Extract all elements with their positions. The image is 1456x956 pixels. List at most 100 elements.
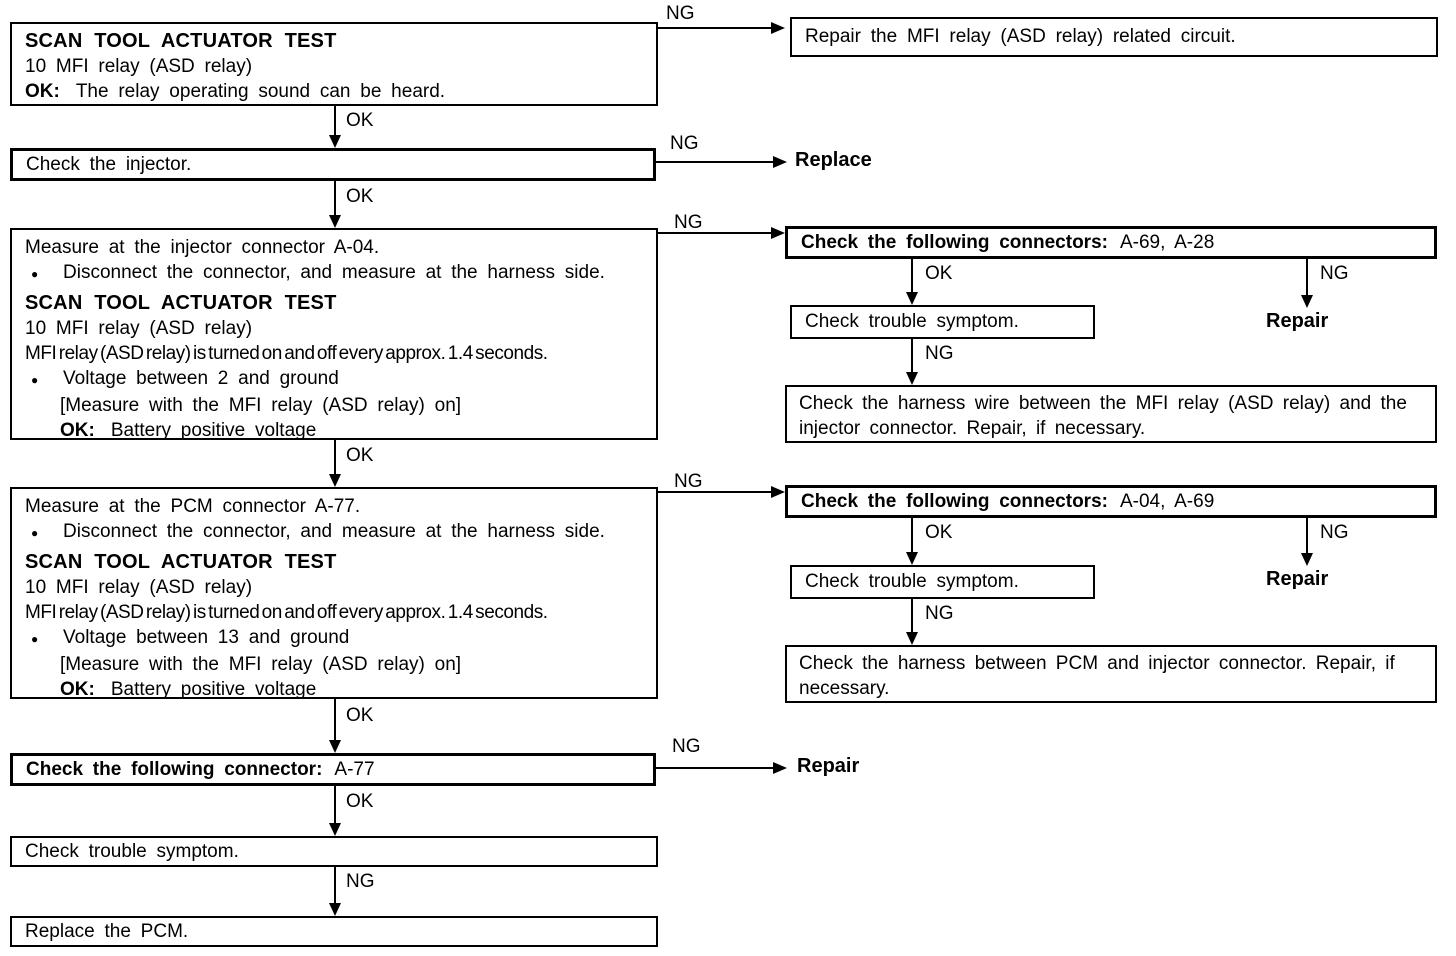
bullet-text: Voltage between 13 and ground (63, 627, 350, 648)
bullet-icon: ● (31, 373, 39, 387)
box-text: [Measure with the MFI relay (ASD relay) … (60, 395, 462, 416)
edge-label-ng: NG (666, 3, 695, 24)
box-text: 10 MFI relay (ASD relay) (25, 577, 253, 598)
box-text: [Measure with the MFI relay (ASD relay) … (60, 654, 462, 675)
box-text: Repair the MFI relay (ASD relay) related… (805, 26, 1236, 47)
connector-line (911, 518, 913, 552)
connector-line (334, 440, 336, 474)
arrow-down-icon (906, 292, 918, 305)
flow-box-connectors-a04-a69: Check the following connectors: A-04, A-6… (785, 485, 1437, 518)
arrow-down-icon (1301, 553, 1313, 566)
arrow-down-icon (906, 372, 918, 385)
flow-box-check-trouble-symptom-1: Check trouble symptom. (790, 305, 1095, 339)
connector-line (1306, 259, 1308, 295)
arrow-right-icon (773, 156, 787, 168)
edge-label-ng: NG (346, 871, 375, 892)
arrow-down-icon (329, 740, 341, 753)
arrow-right-icon (773, 762, 787, 774)
box-bullet-line: ● Disconnect the connector, and measure a… (25, 519, 648, 546)
box-text: 10 MFI relay (ASD relay) (25, 56, 253, 77)
edge-label-ok: OK (346, 110, 374, 131)
flow-box-connectors-a69-a28: Check the following connectors:A-69, A-2… (785, 226, 1437, 259)
arrow-down-icon (329, 823, 341, 836)
box-text: Measure at the PCM connector A-77. (25, 496, 361, 517)
connector-line (658, 27, 771, 29)
box-text: Check trouble symptom. (805, 311, 1019, 332)
connector-line (911, 259, 913, 292)
box-text: Check trouble symptom. (805, 571, 1019, 592)
box-value: A-04, A-69 (1119, 490, 1215, 512)
flow-box-repair-mfi-circuit: Repair the MFI relay (ASD relay) related… (790, 17, 1438, 57)
ok-text: Battery positive voltage (110, 420, 317, 441)
terminal-repair-1: Repair (1266, 310, 1329, 332)
edge-label-ok: OK (346, 791, 374, 812)
arrow-down-icon (906, 632, 918, 645)
arrow-down-icon (329, 903, 341, 916)
edge-label-ng: NG (670, 133, 699, 154)
box-text: MFI relay (ASD relay) is turned on and o… (25, 602, 548, 623)
box-title: SCAN TOOL ACTUATOR TEST (25, 30, 337, 52)
terminal-repair-3: Repair (797, 755, 860, 777)
box-label: Check the following connectors: (801, 231, 1108, 253)
ok-text: The relay operating sound can be heard. (75, 81, 446, 102)
box-text: Check trouble symptom. (25, 840, 239, 862)
edge-label-ng: NG (674, 471, 703, 492)
connector-line (1306, 518, 1308, 553)
bullet-icon: ● (31, 632, 39, 646)
bullet-text: Voltage between 2 and ground (63, 368, 339, 389)
connector-line (334, 699, 336, 740)
flow-box-measure-injector: Measure at the injector connector A-04. … (10, 228, 658, 443)
arrow-down-icon (906, 552, 918, 565)
bullet-icon: ● (31, 267, 39, 281)
box-title: SCAN TOOL ACTUATOR TEST (25, 551, 337, 573)
box-text: Measure at the injector connector A-04. (25, 237, 380, 258)
box-ok-line: OK:Battery positive voltage (25, 677, 648, 702)
arrow-down-icon (329, 474, 341, 487)
bullet-text: Disconnect the connector, and measure at… (63, 521, 605, 542)
box-ok-line: OK:Battery positive voltage (25, 418, 648, 443)
edge-label-ok: OK (346, 705, 374, 726)
edge-label-ng: NG (925, 603, 954, 624)
edge-label-ok: OK (346, 186, 374, 207)
flow-box-check-trouble-symptom-2: Check trouble symptom. (790, 565, 1095, 599)
ok-prefix: OK: (25, 81, 60, 102)
connector-line (334, 786, 336, 823)
connector-line (334, 181, 336, 215)
connector-line (656, 161, 773, 163)
box-text: Check the injector. (26, 153, 192, 175)
box-text: Check the harness between PCM and inject… (799, 653, 1395, 699)
bullet-icon: ● (31, 526, 39, 540)
box-title: SCAN TOOL ACTUATOR TEST (25, 292, 337, 314)
connector-line (334, 106, 336, 136)
edge-label-ng: NG (925, 343, 954, 364)
flow-box-check-trouble-symptom-3: Check trouble symptom. (10, 836, 658, 867)
box-bullet-line: ● Disconnect the connector, and measure a… (25, 260, 648, 287)
box-label: Check the following connector: (26, 758, 323, 780)
flow-box-harness-wire-mfi: Check the harness wire between the MFI r… (785, 385, 1437, 443)
flow-box-measure-pcm: Measure at the PCM connector A-77. ● Disc… (10, 487, 658, 702)
arrow-down-icon (1301, 295, 1313, 308)
arrow-right-icon (771, 22, 785, 34)
box-text: MFI relay (ASD relay) is turned on and o… (25, 343, 548, 364)
flow-box-connector-a77: Check the following connector:A-77 (10, 753, 656, 786)
arrow-down-icon (329, 135, 341, 148)
edge-label-ng: NG (1320, 263, 1349, 284)
connector-line (911, 599, 913, 632)
bullet-text: Disconnect the connector, and measure at… (63, 262, 605, 283)
edge-label-ok: OK (925, 263, 953, 284)
edge-label-ok: OK (346, 445, 374, 466)
ok-text: Battery positive voltage (110, 679, 317, 700)
edge-label-ng: NG (672, 736, 701, 757)
box-text: Check the harness wire between the MFI r… (799, 393, 1407, 439)
box-ok-line: OK: The relay operating sound can be hear… (25, 79, 648, 104)
flow-box-harness-pcm: Check the harness between PCM and inject… (785, 645, 1437, 703)
connector-line (658, 232, 771, 234)
flow-box-check-injector: Check the injector. (10, 148, 656, 181)
flow-box-scan-tool-test: SCAN TOOL ACTUATOR TEST 10 MFI relay (AS… (10, 22, 658, 106)
connector-line (658, 491, 771, 493)
connector-line (911, 339, 913, 372)
edge-label-ng: NG (674, 212, 703, 233)
box-label: Check the following connectors: (801, 490, 1108, 512)
connector-line (656, 767, 773, 769)
terminal-replace: Replace (795, 149, 872, 171)
